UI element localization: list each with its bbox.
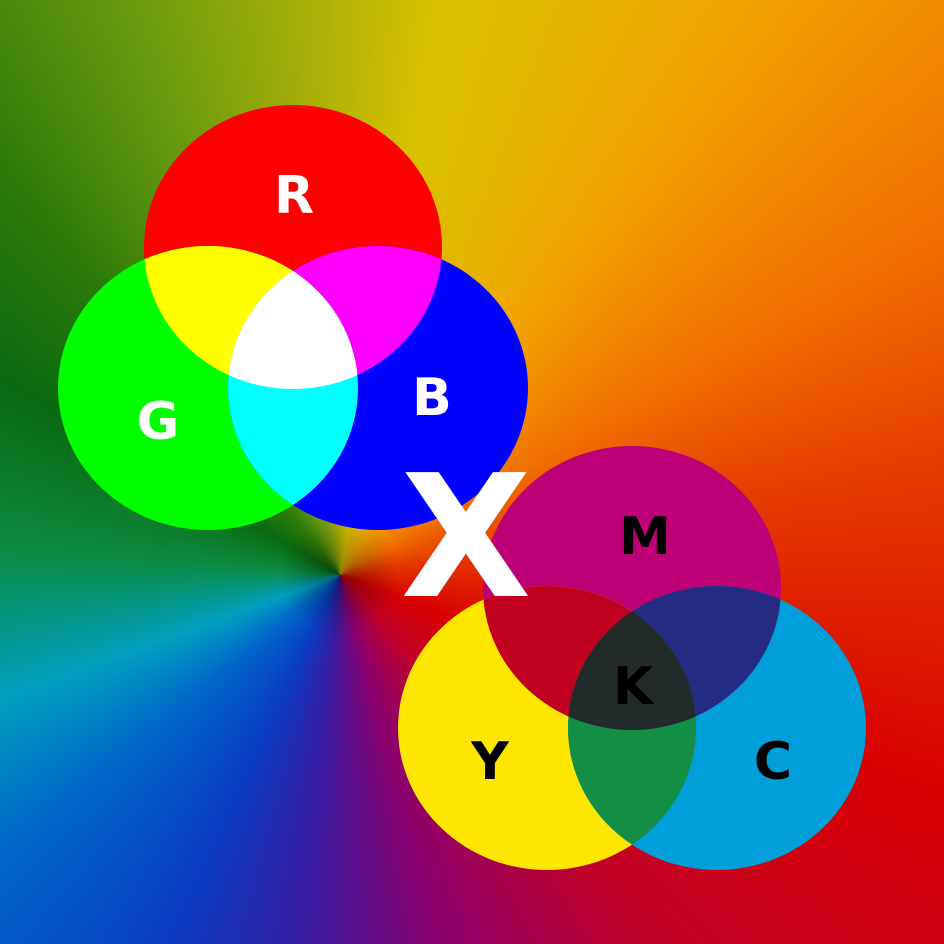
k-label: K — [613, 657, 655, 717]
versus-x-label: X — [400, 439, 531, 637]
g-label: G — [137, 392, 180, 452]
y-label: Y — [470, 732, 510, 792]
m-label: M — [619, 507, 671, 567]
b-label: B — [412, 368, 452, 428]
rgb-diagram: R G B — [58, 105, 528, 530]
r-label: R — [274, 166, 314, 226]
c-label: C — [754, 732, 792, 792]
cmyk-diagram: M K Y C — [398, 446, 866, 870]
